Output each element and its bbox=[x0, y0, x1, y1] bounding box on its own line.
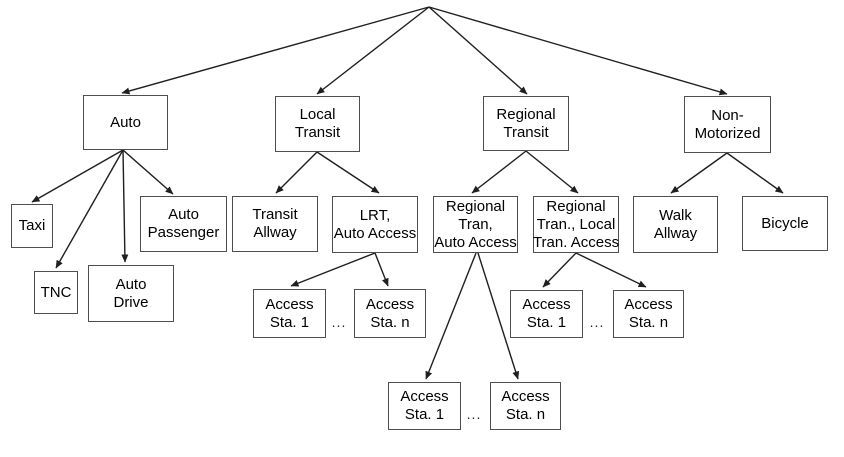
node-auto: Auto bbox=[83, 95, 168, 150]
edge-root-local-transit bbox=[316, 6, 430, 95]
node-auto-drive: Auto Drive bbox=[88, 265, 174, 322]
node-rta-access-sta-1: Access Sta. 1 bbox=[388, 382, 461, 430]
edge-regional-transit-rtl bbox=[525, 150, 579, 194]
node-regional-transit: Regional Transit bbox=[483, 96, 569, 151]
ellipsis-rtl-access-stations: ... bbox=[589, 313, 605, 330]
edge-non-motorized-walk-allway bbox=[670, 152, 728, 194]
edge-auto-auto-passenger bbox=[122, 149, 174, 195]
node-walk-allway: Walk Allway bbox=[633, 196, 718, 253]
node-regional-tran-auto-access: Regional Tran, Auto Access bbox=[433, 196, 518, 253]
node-transit-allway: Transit Allway bbox=[232, 196, 318, 252]
node-non-motorized: Non- Motorized bbox=[684, 96, 771, 153]
edge-local-transit-lrt bbox=[316, 151, 380, 194]
edge-lrt-access-sta-1 bbox=[290, 252, 376, 287]
ellipsis-lrt-access-stations: ... bbox=[331, 313, 347, 330]
node-rtl-access-sta-1: Access Sta. 1 bbox=[510, 290, 583, 338]
node-regional-tran-local-tran-access: Regional Tran., Local Tran. Access bbox=[533, 196, 619, 253]
edge-lrt-access-sta-n bbox=[374, 252, 389, 287]
edge-rtl-access-sta-1 bbox=[542, 252, 577, 288]
edge-root-auto bbox=[121, 6, 430, 95]
edge-root-non-motorized bbox=[428, 6, 728, 96]
node-rtl-access-sta-n: Access Sta. n bbox=[613, 290, 684, 338]
node-rta-access-sta-n: Access Sta. n bbox=[490, 382, 561, 430]
node-taxi: Taxi bbox=[11, 204, 53, 248]
node-bicycle: Bicycle bbox=[742, 196, 828, 251]
edge-auto-taxi bbox=[31, 149, 124, 203]
ellipsis-rta-access-stations: ... bbox=[466, 405, 482, 422]
edge-rta-access-sta-n bbox=[477, 252, 520, 380]
edge-root-regional-transit bbox=[428, 6, 528, 95]
edge-rta-access-sta-1 bbox=[425, 252, 477, 380]
node-lrt-access-sta-n: Access Sta. n bbox=[354, 289, 426, 338]
edge-local-transit-transit-allway bbox=[275, 151, 318, 194]
edge-auto-tnc bbox=[55, 149, 124, 269]
node-tnc: TNC bbox=[34, 271, 78, 314]
node-auto-passenger: Auto Passenger bbox=[140, 196, 227, 252]
edge-rtl-access-sta-n bbox=[575, 252, 647, 288]
node-local-transit: Local Transit bbox=[275, 96, 360, 152]
edge-auto-auto-drive bbox=[121, 149, 129, 263]
node-lrt-auto-access: LRT, Auto Access bbox=[332, 196, 418, 253]
edge-regional-transit-rta bbox=[471, 150, 527, 194]
edge-non-motorized-bicycle bbox=[726, 152, 784, 194]
node-lrt-access-sta-1: Access Sta. 1 bbox=[253, 289, 326, 338]
